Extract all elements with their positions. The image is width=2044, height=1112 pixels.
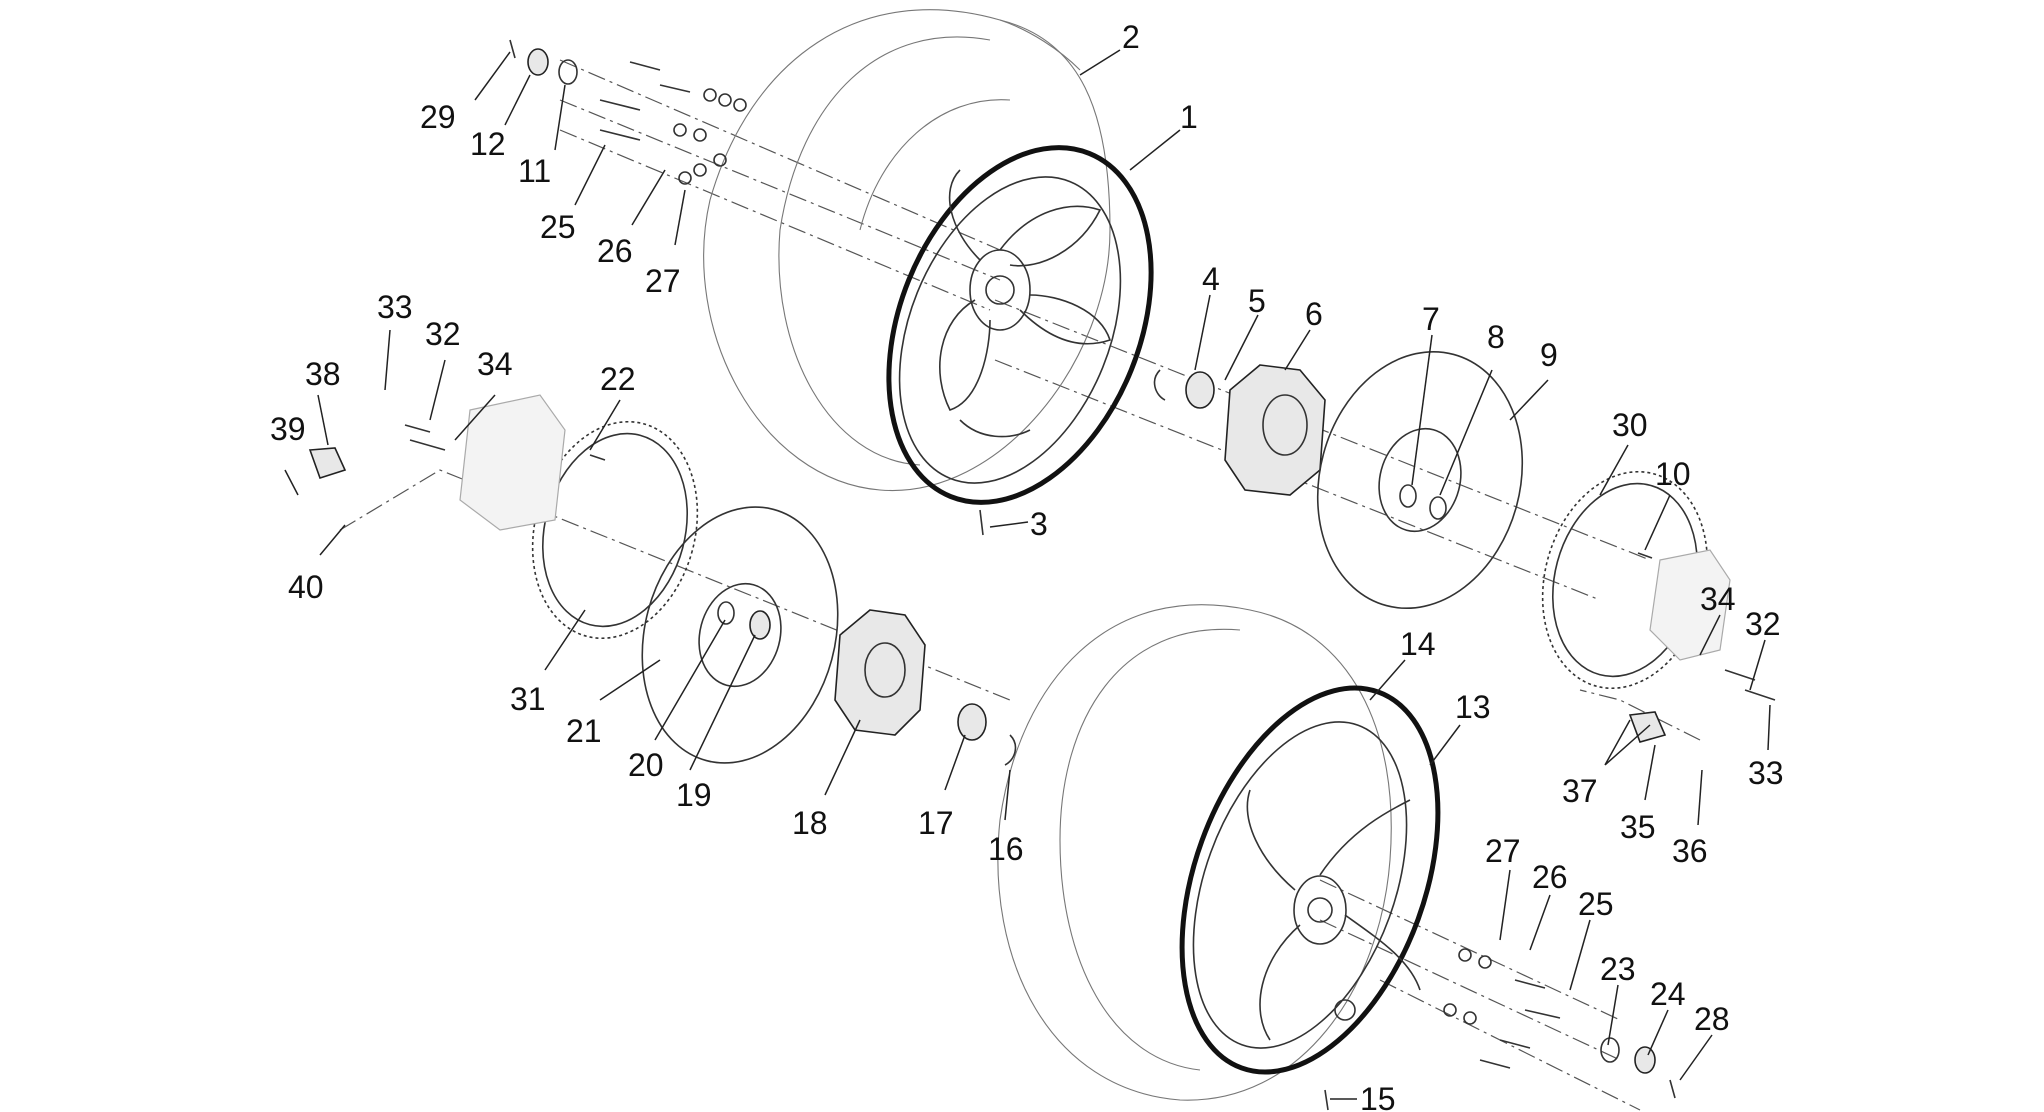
callout-37: 37 bbox=[1562, 773, 1598, 809]
callout-21: 21 bbox=[566, 713, 602, 749]
callout-9: 9 bbox=[1540, 337, 1558, 373]
calipers bbox=[459, 394, 1731, 661]
callout-13: 13 bbox=[1455, 689, 1491, 725]
callout-8: 8 bbox=[1487, 319, 1505, 355]
callout-28: 28 bbox=[1694, 1001, 1730, 1037]
callout-34: 34 bbox=[477, 346, 513, 382]
callout-33-right: 33 bbox=[1748, 755, 1784, 791]
lower-tyre bbox=[997, 604, 1392, 1101]
callout-36: 36 bbox=[1672, 833, 1708, 869]
lower-rim bbox=[1179, 685, 1441, 1075]
callout-30: 30 bbox=[1612, 407, 1648, 443]
callout-25-lower: 25 bbox=[1578, 886, 1614, 922]
callout-31: 31 bbox=[510, 681, 546, 717]
callout-26: 26 bbox=[597, 233, 633, 269]
callout-38: 38 bbox=[305, 356, 341, 392]
callout-35: 35 bbox=[1620, 809, 1656, 845]
callout-18: 18 bbox=[792, 805, 828, 841]
callout-12: 12 bbox=[470, 126, 506, 162]
callout-25: 25 bbox=[540, 209, 576, 245]
callout-34-right: 34 bbox=[1700, 581, 1736, 617]
callout-2: 2 bbox=[1122, 19, 1140, 55]
callouts: 2 1 29 12 11 25 26 27 33 32 34 38 39 40 … bbox=[270, 19, 1784, 1112]
upper-tyre bbox=[703, 9, 1111, 491]
callout-19: 19 bbox=[676, 777, 712, 813]
callout-7: 7 bbox=[1422, 301, 1440, 337]
callout-29: 29 bbox=[420, 99, 456, 135]
callout-6: 6 bbox=[1305, 296, 1323, 332]
callout-33: 33 bbox=[377, 289, 413, 325]
callout-20: 20 bbox=[628, 747, 664, 783]
callout-26-lower: 26 bbox=[1532, 859, 1568, 895]
callout-32: 32 bbox=[425, 316, 461, 352]
upper-brake-disc bbox=[1316, 350, 1524, 610]
lower-brake-disc bbox=[641, 506, 839, 764]
bearings bbox=[717, 369, 1447, 766]
upper-rim bbox=[886, 145, 1154, 505]
callout-15: 15 bbox=[1360, 1081, 1396, 1112]
callout-40: 40 bbox=[288, 569, 324, 605]
lower-hub bbox=[834, 609, 926, 736]
callout-11: 11 bbox=[518, 153, 551, 189]
callout-16: 16 bbox=[988, 831, 1024, 867]
callout-1: 1 bbox=[1180, 99, 1198, 135]
callout-23: 23 bbox=[1600, 951, 1636, 987]
callout-5: 5 bbox=[1248, 283, 1266, 319]
callout-27-lower: 27 bbox=[1485, 833, 1521, 869]
callout-22: 22 bbox=[600, 361, 636, 397]
callout-39: 39 bbox=[270, 411, 306, 447]
callout-17: 17 bbox=[918, 805, 954, 841]
callout-27: 27 bbox=[645, 263, 681, 299]
callout-4: 4 bbox=[1202, 261, 1220, 297]
callout-10: 10 bbox=[1655, 456, 1691, 492]
leader-lines bbox=[284, 49, 1771, 1100]
callout-3: 3 bbox=[1030, 506, 1048, 542]
callout-24: 24 bbox=[1650, 976, 1686, 1012]
upper-hub bbox=[1224, 364, 1326, 496]
callout-32-right: 32 bbox=[1745, 606, 1781, 642]
callout-14: 14 bbox=[1400, 626, 1436, 662]
